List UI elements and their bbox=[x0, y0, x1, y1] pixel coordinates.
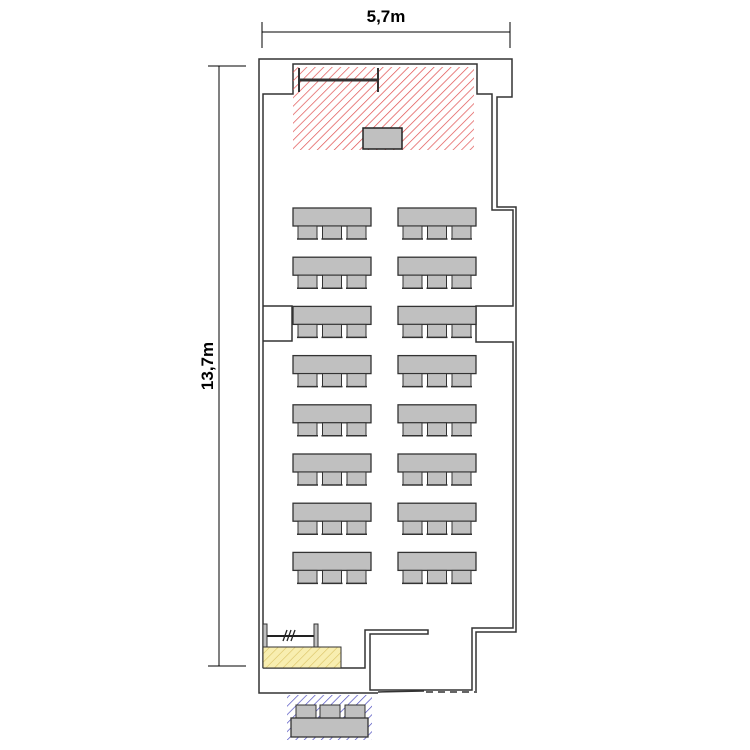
table-group bbox=[397, 354, 477, 388]
chair bbox=[322, 471, 342, 486]
break-mark-icon bbox=[282, 629, 296, 642]
height-label: 13,7m bbox=[198, 342, 217, 390]
table-group bbox=[397, 502, 477, 535]
table bbox=[397, 305, 477, 326]
chair bbox=[402, 373, 423, 388]
table-group bbox=[397, 207, 477, 240]
chair bbox=[451, 520, 472, 535]
chair bbox=[402, 323, 423, 338]
chair bbox=[346, 422, 367, 437]
table-group bbox=[397, 404, 477, 437]
chair bbox=[346, 323, 367, 338]
table-group bbox=[292, 207, 372, 240]
table bbox=[292, 207, 372, 227]
chair bbox=[297, 471, 318, 486]
bar-counter bbox=[262, 623, 342, 669]
chair bbox=[427, 569, 447, 584]
table bbox=[397, 551, 477, 572]
chair bbox=[346, 520, 367, 535]
chair bbox=[427, 471, 447, 486]
chair bbox=[402, 422, 423, 437]
width-dimension: 5,7m bbox=[261, 7, 511, 48]
chair bbox=[297, 323, 318, 338]
table-group bbox=[292, 551, 372, 585]
chair bbox=[346, 274, 367, 289]
chair bbox=[451, 373, 472, 388]
table bbox=[292, 551, 372, 572]
table bbox=[292, 453, 372, 473]
chair bbox=[427, 323, 447, 338]
chair bbox=[451, 422, 472, 437]
table bbox=[397, 354, 477, 375]
chair bbox=[402, 569, 423, 584]
chair bbox=[427, 373, 447, 388]
table bbox=[397, 404, 477, 424]
chair bbox=[402, 520, 423, 535]
chair bbox=[322, 225, 342, 240]
chair bbox=[451, 471, 472, 486]
stage-area bbox=[293, 67, 474, 150]
chair bbox=[297, 225, 318, 240]
table bbox=[397, 453, 477, 473]
chair bbox=[322, 274, 342, 289]
seating-area bbox=[292, 207, 477, 585]
chair bbox=[451, 274, 472, 289]
lectern bbox=[362, 127, 403, 150]
chair bbox=[451, 323, 472, 338]
table bbox=[292, 502, 372, 522]
chair bbox=[427, 520, 447, 535]
height-dimension: 13,7m bbox=[198, 65, 246, 667]
chair bbox=[402, 274, 423, 289]
table bbox=[397, 256, 477, 276]
width-label: 5,7m bbox=[367, 7, 406, 26]
table bbox=[292, 256, 372, 276]
chair bbox=[322, 520, 342, 535]
table-group bbox=[292, 453, 372, 486]
table-group bbox=[292, 305, 372, 339]
chair bbox=[346, 569, 367, 584]
chair bbox=[427, 422, 447, 437]
chair bbox=[427, 274, 447, 289]
chair bbox=[346, 471, 367, 486]
table bbox=[397, 502, 477, 522]
table-group bbox=[397, 256, 477, 289]
table-group bbox=[292, 354, 372, 388]
table-group bbox=[397, 305, 477, 339]
chair bbox=[346, 373, 367, 388]
table-group bbox=[292, 404, 372, 437]
chair bbox=[402, 225, 423, 240]
chair bbox=[297, 274, 318, 289]
chair bbox=[346, 225, 367, 240]
chair bbox=[451, 225, 472, 240]
table bbox=[292, 305, 372, 326]
chair bbox=[297, 373, 318, 388]
counter-table bbox=[290, 717, 369, 738]
left-pillar bbox=[263, 305, 293, 342]
table-group bbox=[292, 256, 372, 289]
lower-partition bbox=[263, 629, 429, 691]
table bbox=[292, 354, 372, 375]
outdoor-counter bbox=[287, 695, 372, 740]
chair bbox=[297, 520, 318, 535]
chair bbox=[451, 569, 472, 584]
chair bbox=[427, 225, 447, 240]
table bbox=[292, 404, 372, 424]
table-group bbox=[397, 551, 477, 585]
table bbox=[397, 207, 477, 227]
chair bbox=[297, 422, 318, 437]
chair bbox=[297, 569, 318, 584]
chair bbox=[322, 323, 342, 338]
chair bbox=[322, 373, 342, 388]
chair bbox=[322, 422, 342, 437]
table-group bbox=[292, 502, 372, 535]
outer-wall bbox=[258, 58, 517, 694]
chair bbox=[402, 471, 423, 486]
chair bbox=[322, 569, 342, 584]
table-group bbox=[397, 453, 477, 486]
